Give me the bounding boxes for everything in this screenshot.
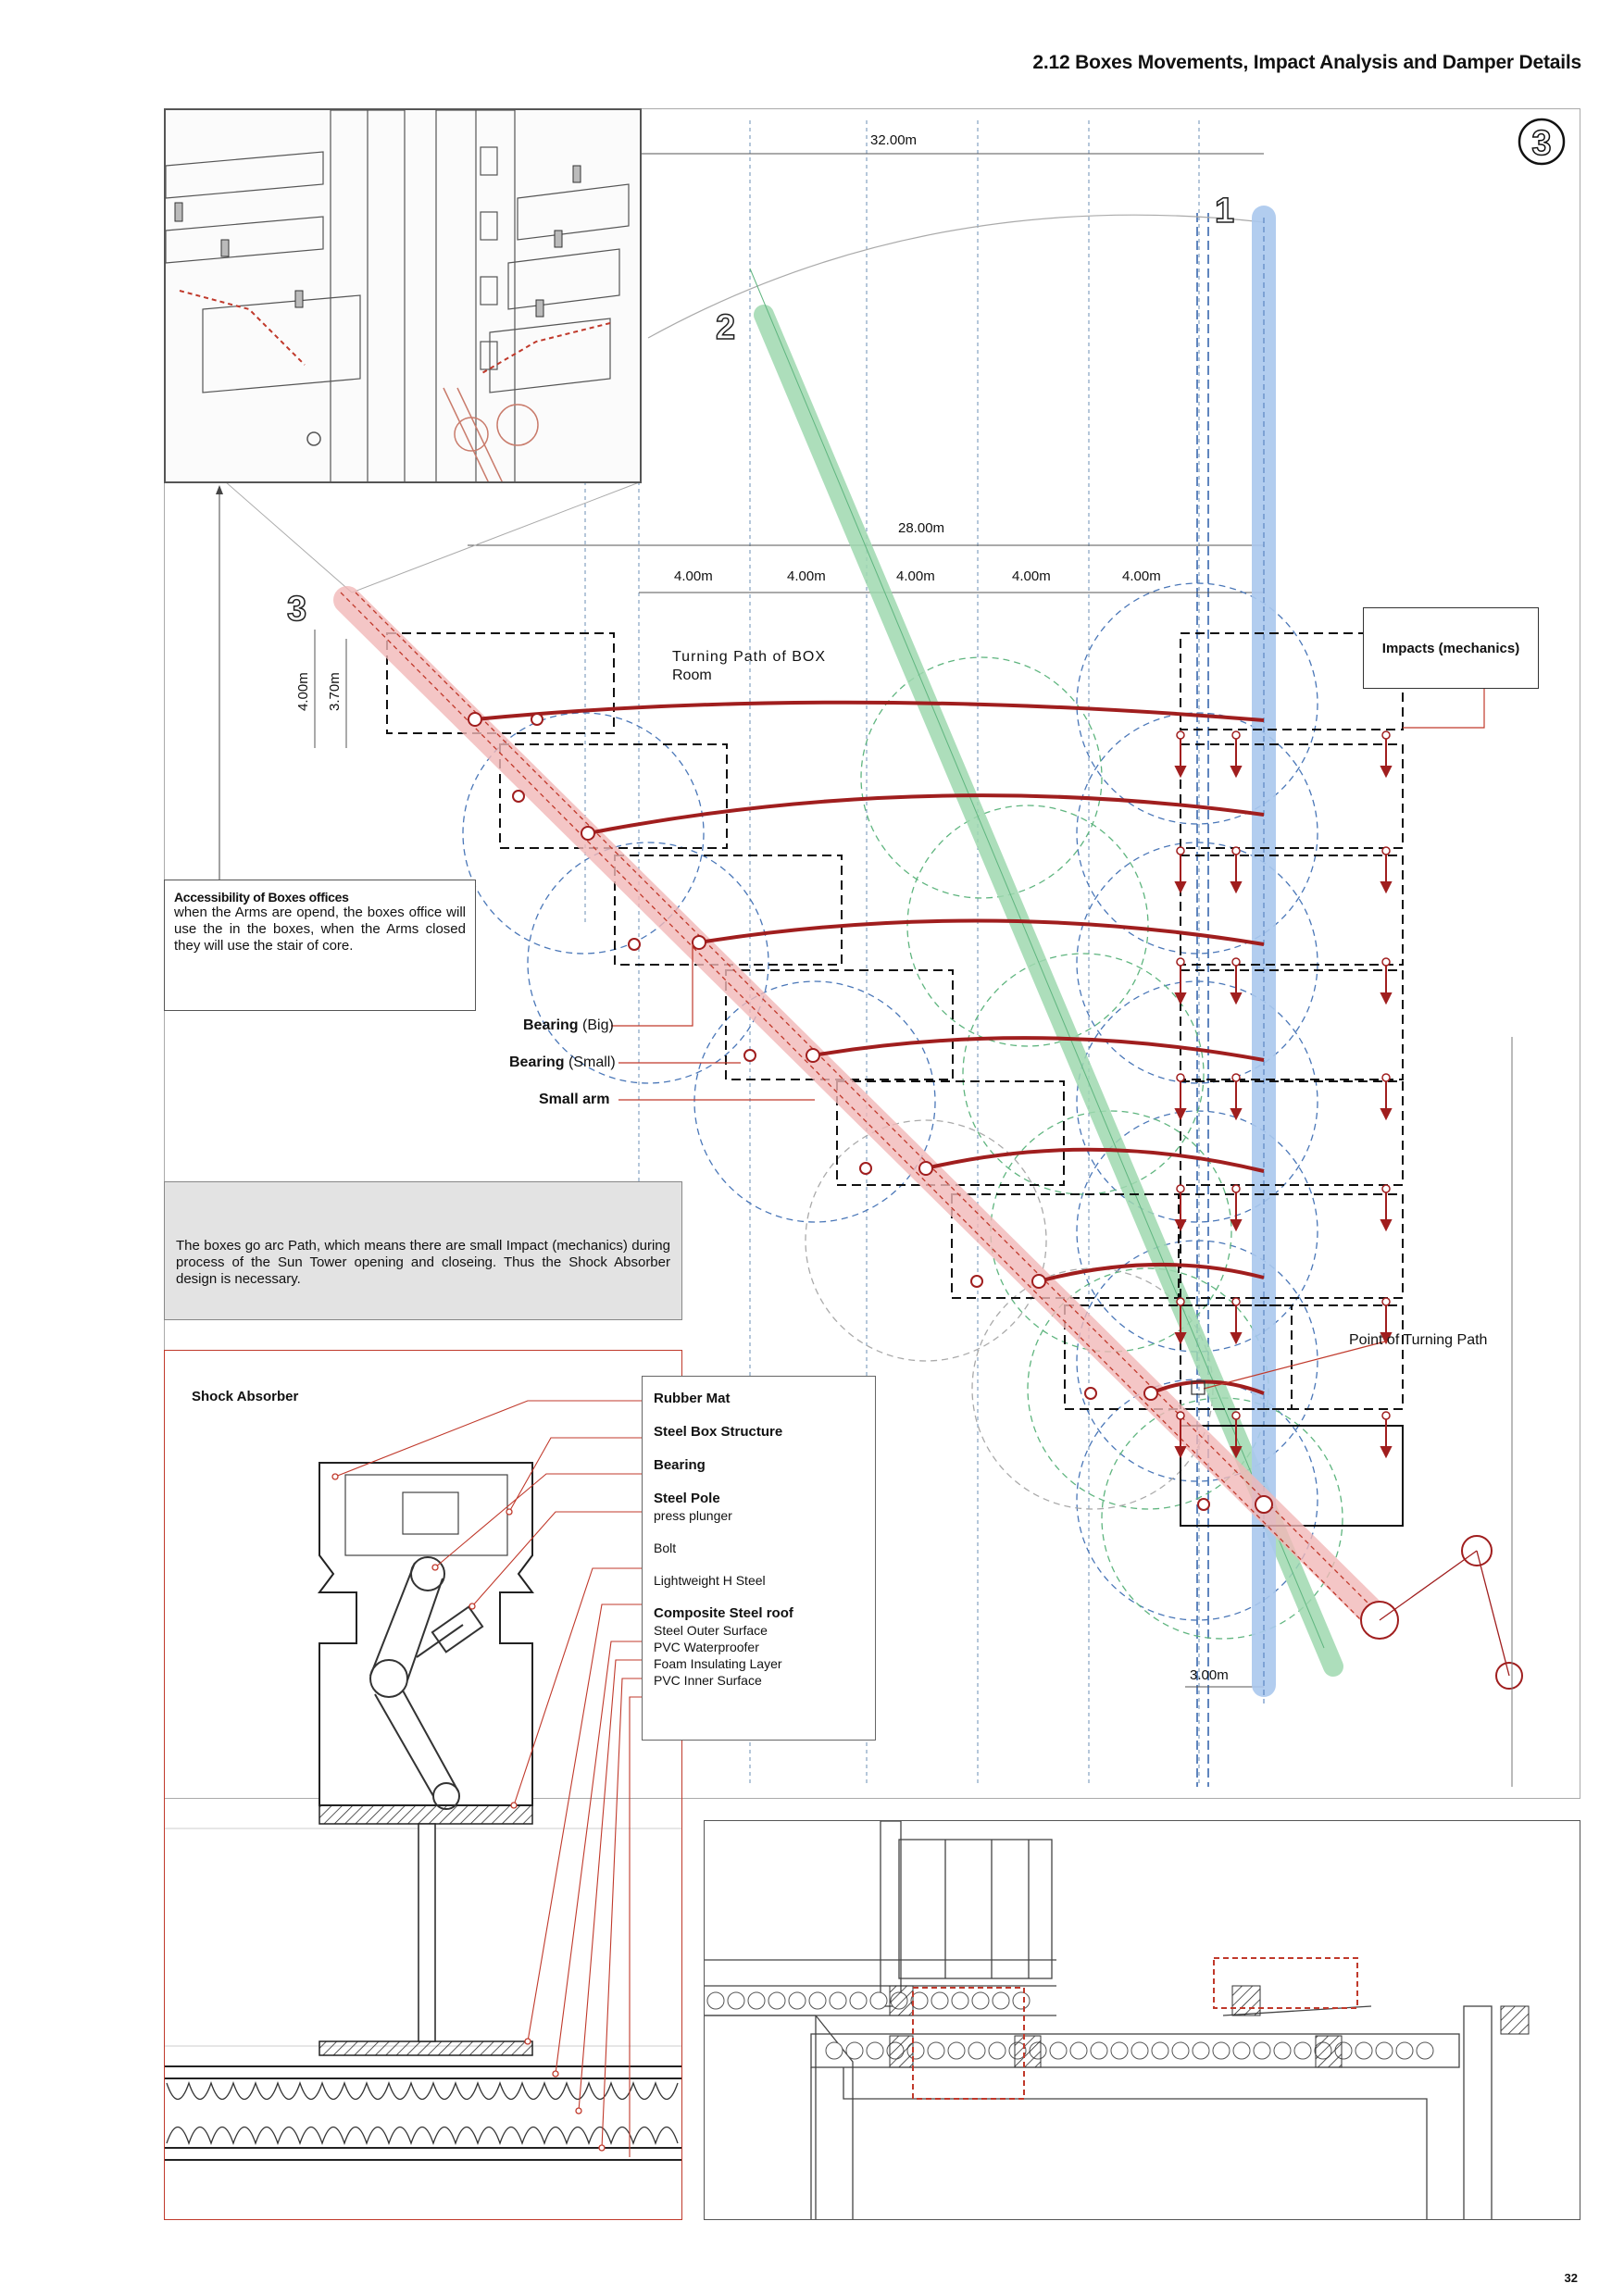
dim-3: 3.00m — [1190, 1667, 1229, 1683]
shock-absorber-title: Shock Absorber — [192, 1389, 299, 1404]
section-badge — [1518, 118, 1566, 166]
bearing-small-label: Bearing (Small) — [509, 1054, 616, 1072]
legend-rubber-mat: Rubber Mat — [654, 1391, 731, 1406]
bearing-big-size: (Big) — [578, 1017, 614, 1033]
bearing-small-title: Bearing — [509, 1054, 565, 1070]
bearing-big-title: Bearing — [523, 1017, 579, 1033]
shock-legend-box: Rubber Mat Steel Box Structure Bearing S… — [642, 1376, 876, 1741]
marker-3: 3 — [287, 590, 306, 629]
shock-absorber-frame — [164, 1350, 682, 2220]
impact-note-text: The boxes go arc Path, which means there… — [176, 1238, 670, 1287]
axonometric-view — [164, 108, 642, 483]
legend-composite-roof: Composite Steel roof — [654, 1605, 793, 1621]
accessibility-body: when the Arms are opend, the boxes offic… — [174, 905, 466, 954]
dim-32: 32.00m — [870, 132, 917, 148]
impact-arrows — [1174, 735, 1393, 1457]
axonometric-drawing — [166, 110, 630, 481]
dim-4-a: 4.00m — [674, 568, 713, 584]
point-of-turning-path-label: Point of Turning Path — [1349, 1332, 1488, 1348]
accessibility-box: Accessibility of Boxes offices when the … — [164, 880, 476, 1011]
dim-28: 28.00m — [898, 520, 944, 536]
legend-pvc-waterproofer: PVC Waterproofer — [654, 1640, 759, 1654]
legend-steel-box: Steel Box Structure — [654, 1424, 783, 1440]
impacts-box: Impacts (mechanics) — [1363, 607, 1539, 689]
small-arm-label: Small arm — [539, 1092, 610, 1107]
legend-bearing: Bearing — [654, 1457, 706, 1473]
section-detail-frame — [704, 1820, 1580, 2220]
accessibility-title: Accessibility of Boxes offices — [174, 890, 349, 905]
impacts-label: Impacts (mechanics) — [1381, 640, 1520, 656]
bearing-small-size: (Small) — [564, 1054, 616, 1070]
marker-2: 2 — [716, 308, 735, 347]
legend-press-plunger: press plunger — [654, 1508, 732, 1523]
section-badge-number: 3 — [1531, 124, 1551, 163]
legend-steel-outer-surface: Steel Outer Surface — [654, 1623, 768, 1638]
legend-bolt: Bolt — [654, 1541, 677, 1555]
dim-4-d: 4.00m — [1012, 568, 1051, 584]
dim-v-400: 4.00m — [295, 672, 311, 711]
legend-steel-pole: Steel Pole — [654, 1491, 720, 1506]
shock-absorber-drawing — [164, 1400, 682, 2161]
section-detail-drawing — [705, 1821, 1530, 2219]
turning-path-line-1: Turning Path of BOX — [672, 649, 827, 665]
page-number: 32 — [1564, 2271, 1578, 2285]
legend-pvc-inner-surface: PVC Inner Surface — [654, 1673, 762, 1688]
marker-1: 1 — [1215, 192, 1234, 231]
impact-note: The boxes go arc Path, which means there… — [164, 1181, 682, 1320]
dim-4-c: 4.00m — [896, 568, 935, 584]
turning-path-label: Turning Path of BOX Room — [672, 648, 826, 685]
legend-lightweight-h-steel: Lightweight H Steel — [654, 1573, 766, 1588]
page-title: 2.12 Boxes Movements, Impact Analysis an… — [1032, 52, 1581, 73]
dim-4-e: 4.00m — [1122, 568, 1161, 584]
turning-path-line-2: Room — [672, 668, 712, 683]
bearing-big-label: Bearing (Big) — [523, 1017, 614, 1035]
dim-v-370: 3.70m — [327, 672, 343, 711]
dim-4-b: 4.00m — [787, 568, 826, 584]
legend-foam-insulating: Foam Insulating Layer — [654, 1656, 782, 1671]
